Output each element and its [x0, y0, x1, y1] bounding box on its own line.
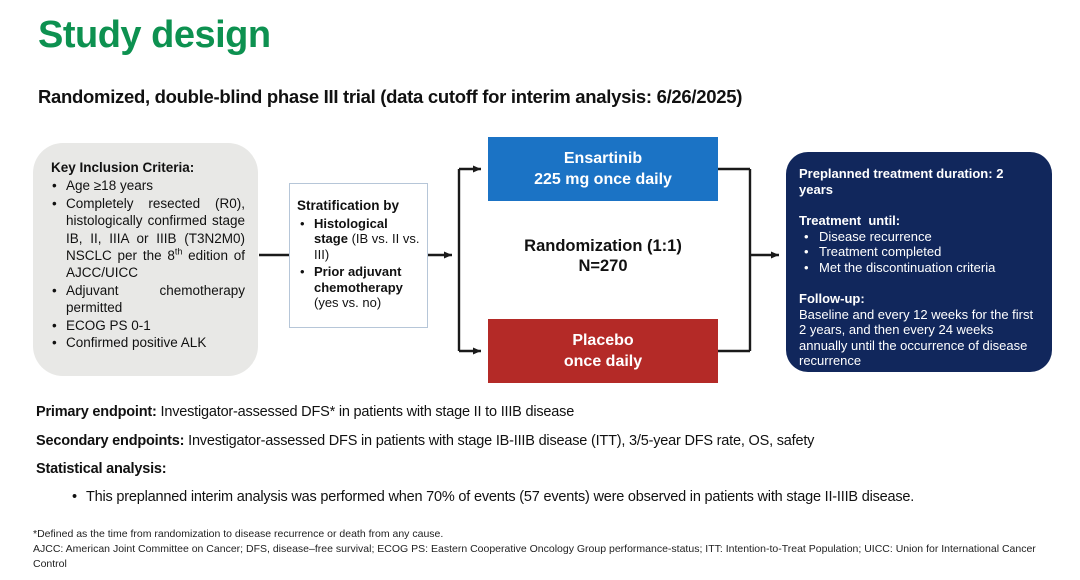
footnote-definition: *Defined as the time from randomization …	[33, 528, 444, 540]
statistical-analysis-bullet: This preplanned interim analysis was per…	[66, 489, 1080, 505]
ensartinib-arm-box: Ensartinib 225 mg once daily	[488, 137, 718, 201]
arm-drug-name: Ensartinib	[563, 150, 643, 167]
randomization-n: N=270	[578, 257, 628, 275]
secondary-endpoints: Secondary endpoints: Investigator-assess…	[36, 433, 815, 449]
inclusion-item: Age ≥18 years	[51, 177, 245, 195]
arm-drug-name: Placebo	[572, 332, 634, 349]
stratification-item: Histological stage (IB vs. II vs. III)	[297, 216, 423, 263]
stratification-item: Prior adjuvant chemotherapy (yes vs. no)	[297, 264, 423, 311]
primary-endpoint: Primary endpoint: Investigator-assessed …	[36, 404, 575, 420]
inclusion-title: Key Inclusion Criteria:	[51, 160, 195, 175]
ordinal-superscript: th	[174, 246, 183, 257]
footnotes: *Defined as the time from randomization …	[33, 527, 1048, 572]
placebo-arm-box: Placebo once daily	[488, 319, 718, 383]
inclusion-item: Adjuvant chemotherapy permitted	[51, 282, 245, 317]
treatment-duration-box: Preplanned treatment duration: 2 years T…	[786, 152, 1052, 372]
stratification-title: Stratification by	[297, 198, 400, 213]
randomization-ratio: Randomization (1:1)	[524, 237, 682, 255]
treatment-until-item: Met the discontinuation criteria	[799, 260, 1040, 276]
page-title: Study design	[38, 14, 271, 56]
treatment-until-title: Treatment until:	[799, 213, 901, 228]
stratification-box: Stratification by Histological stage (IB…	[289, 183, 428, 328]
page-subtitle: Randomized, double-blind phase III trial…	[38, 86, 743, 107]
inclusion-criteria-box: Key Inclusion Criteria: Age ≥18 years Co…	[33, 143, 258, 376]
followup-title: Follow-up:	[799, 291, 865, 306]
treatment-until-item: Disease recurrence	[799, 229, 1040, 245]
arm-dose: once daily	[563, 353, 643, 370]
randomization-label: Randomization (1:1) N=270	[488, 236, 718, 276]
treatment-until-item: Treatment completed	[799, 244, 1040, 260]
footnote-abbreviations: AJCC: American Joint Committee on Cancer…	[33, 543, 1036, 570]
inclusion-item: Completely resected (R0), histologically…	[51, 195, 245, 282]
inclusion-item: ECOG PS 0-1	[51, 317, 245, 335]
treatment-duration: Preplanned treatment duration: 2 years	[799, 166, 1004, 197]
arm-dose: 225 mg once daily	[534, 171, 672, 188]
followup-text: Baseline and every 12 weeks for the firs…	[799, 306, 1034, 369]
inclusion-item: Confirmed positive ALK	[51, 334, 245, 352]
statistical-analysis-label: Statistical analysis:	[36, 461, 167, 477]
